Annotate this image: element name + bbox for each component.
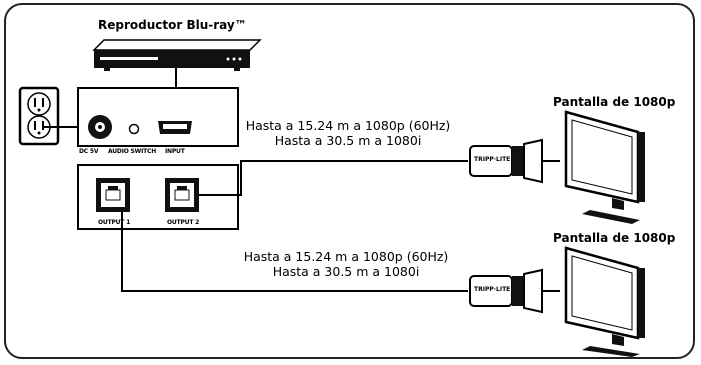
link-bottom-line-1: Hasta a 15.24 m a 1080p (60Hz) — [243, 249, 449, 264]
display-monitor-top-icon — [564, 110, 645, 224]
output-1-label: OUTPUT 1 — [98, 219, 131, 226]
bluray-player-title: Reproductor Blu-ray™ — [98, 18, 247, 32]
link-top-spec: Hasta a 15.24 m a 1080p (60Hz) Hasta a 3… — [232, 118, 464, 148]
input-port-label: INPUT — [165, 148, 185, 155]
link-bottom-line-2: Hasta a 30.5 m a 1080i — [272, 264, 420, 279]
audio-switch-label: AUDIO SWITCH — [108, 148, 157, 155]
bluray-player-icon — [92, 39, 262, 71]
cat6-cable-output-1 — [121, 212, 468, 292]
extender-output-unit — [77, 164, 239, 230]
brand-logo-top: TRIPP·LITE — [474, 156, 511, 163]
display-monitor-bottom-icon — [564, 246, 645, 357]
display-top-title: Pantalla de 1080p — [553, 95, 676, 109]
display-bottom-title: Pantalla de 1080p — [553, 231, 676, 245]
cat6-cable-output-2 — [199, 160, 468, 196]
extender-input-unit — [77, 87, 239, 147]
receiver-dongle-bottom-icon — [469, 268, 543, 314]
brand-logo-bottom: TRIPP·LITE — [474, 286, 511, 293]
link-top-line-2: Hasta a 30.5 m a 1080i — [274, 133, 422, 148]
link-top-line-1: Hasta a 15.24 m a 1080p (60Hz) — [245, 118, 451, 133]
diagram-frame — [4, 3, 695, 359]
link-bottom-spec: Hasta a 15.24 m a 1080p (60Hz) Hasta a 3… — [230, 249, 462, 279]
output-2-label: OUTPUT 2 — [167, 219, 200, 226]
wall-outlet-icon — [18, 86, 60, 146]
dc-port-label: DC 5V — [79, 148, 99, 155]
receiver-dongle-top-icon — [469, 138, 543, 184]
